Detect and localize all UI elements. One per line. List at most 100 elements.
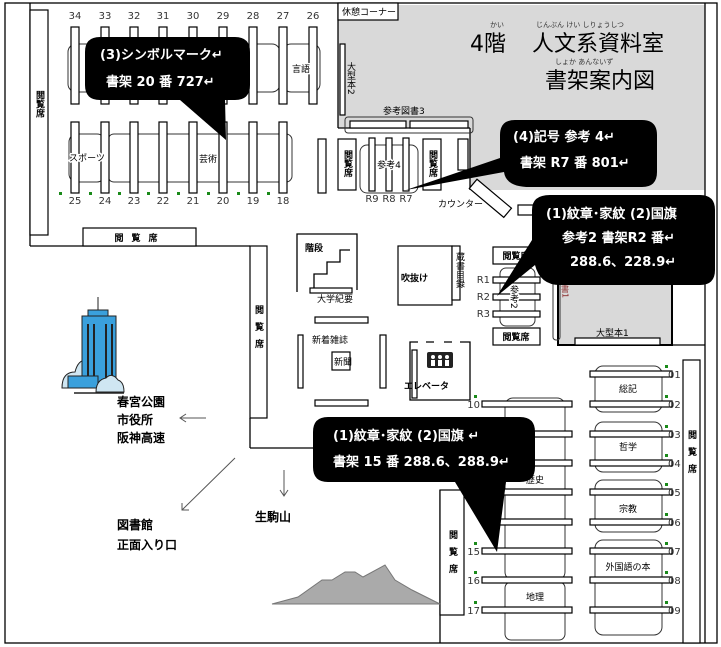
svg-text:新聞: 新聞: [334, 356, 352, 368]
svg-text:阪神高速: 阪神高速: [117, 430, 165, 445]
svg-text:288.6、228.9↵: 288.6、228.9↵: [570, 255, 676, 270]
shelf-03[interactable]: 03: [589, 425, 681, 441]
reference-3-group: [344, 116, 474, 134]
svg-text:エレベータ: エレベータ: [404, 380, 449, 392]
svg-text:(3)シンボルマーク↵: (3)シンボルマーク↵: [100, 47, 223, 63]
group-general: [594, 365, 663, 413]
svg-text:閲覧席: 閲覧席: [686, 430, 698, 481]
shelf-label: 03: [668, 430, 681, 441]
shelf-27[interactable]: 27: [277, 11, 290, 105]
shelf-label: 09: [668, 606, 681, 617]
shelf-label: 17: [467, 606, 480, 617]
shelf-19[interactable]: 19: [237, 121, 259, 207]
callout-shelf-15: (1)紋章･家紋 (2)国旗 ↵ 書架 15 番 288.6、288.9↵: [313, 417, 535, 552]
label-language: 言語: [292, 63, 310, 75]
shelf-05[interactable]: 05: [589, 483, 681, 499]
city-hall-building-icon: [61, 297, 125, 394]
reading-seats-left: 閲覧席: [29, 9, 49, 236]
shelf-label: 06: [668, 518, 681, 529]
shelf-16[interactable]: 16: [467, 571, 480, 587]
shelf-R2[interactable]: R2: [477, 292, 541, 303]
shelf-label: 23: [128, 196, 141, 207]
shelf-label: 34: [69, 11, 82, 22]
shelf-R9[interactable]: R9: [365, 137, 379, 205]
svg-text:(1)紋章･家紋 (2)国旗: (1)紋章･家紋 (2)国旗: [546, 206, 677, 222]
svg-text:閲覧席: 閲覧席: [447, 530, 459, 581]
shelf-18[interactable]: 18: [267, 121, 290, 207]
label-arts: 芸術: [199, 153, 217, 165]
svg-text:生駒山: 生駒山: [255, 509, 291, 524]
svg-text:休憩コーナー: 休憩コーナー: [342, 6, 396, 18]
arrow-left-icon: [179, 413, 206, 423]
shelf-label: 22: [157, 196, 170, 207]
counter: カウンター: [438, 178, 513, 219]
svg-text:閲覧席: 閲覧席: [114, 232, 165, 244]
shelf-label: 18: [277, 196, 290, 207]
shelf-06[interactable]: 06: [589, 513, 681, 529]
shelf-17[interactable]: 17: [467, 601, 480, 617]
shelf-label: R1: [477, 275, 490, 286]
shelf-09[interactable]: 09: [589, 601, 681, 617]
svg-text:カウンター: カウンター: [438, 199, 483, 210]
svg-text:春宮公園: 春宮公園: [116, 394, 165, 409]
arrow-down-icon: [279, 470, 289, 497]
svg-text:図書館: 図書館: [117, 517, 153, 532]
label-geography: 地理: [526, 591, 544, 603]
reading-seats-ref4-left: 閲覧席: [337, 138, 357, 191]
directions: 春宮公園 市役所 阪神高速 図書館 正面入り口 生駒山: [116, 394, 291, 552]
svg-text:大型本2: 大型本2: [345, 61, 356, 95]
shelf-15[interactable]: 15: [467, 542, 480, 558]
shelf-label: R8: [382, 194, 395, 205]
svg-text:しょか あんないず: しょか あんないず: [555, 57, 613, 66]
reading-seats-mid: 閲覧席: [82, 227, 197, 247]
shelf-04[interactable]: 04: [589, 454, 681, 470]
shelf-21[interactable]: 21: [177, 121, 199, 207]
stairs: 階段 大学紀要: [296, 233, 358, 305]
shelf-R8[interactable]: R8: [382, 137, 396, 205]
reading-seats-center: 閲覧席: [249, 245, 268, 419]
shelf-label: 15: [467, 547, 480, 558]
shelf-26[interactable]: 26: [307, 11, 320, 105]
shelf-bar: [481, 606, 573, 614]
shelf-label: 02: [668, 400, 681, 411]
rest-corner: 休憩コーナー: [337, 2, 399, 21]
shelf-label: 07: [668, 547, 681, 558]
shelf-label: 28: [247, 11, 260, 22]
svg-text:書架 15 番 288.6、288.9↵: 書架 15 番 288.6、288.9↵: [333, 454, 510, 470]
shelf-02[interactable]: 02: [589, 395, 681, 411]
callout-code: (4)記号 参考 4↵ 書架 R7 番 801↵: [406, 120, 657, 190]
shelf-R3[interactable]: R3: [477, 309, 541, 320]
shelf-label: 05: [668, 488, 681, 499]
shelf-bar: [481, 547, 573, 555]
shelf-label: 04: [668, 459, 681, 470]
shelf-label: 01: [668, 370, 681, 381]
svg-text:蔵書目録: 蔵書目録: [454, 251, 465, 288]
shelf-25[interactable]: 25: [59, 121, 81, 207]
svg-text:閲覧席: 閲覧席: [342, 150, 354, 178]
label-reference-2: 参考2: [508, 284, 519, 309]
shelf-22[interactable]: 22: [147, 121, 170, 207]
shelf-label: 29: [217, 11, 230, 22]
shelf-R7[interactable]: R7: [399, 137, 413, 205]
shelf-01[interactable]: 01: [589, 365, 681, 381]
svg-text:市役所: 市役所: [117, 412, 153, 427]
group-foreign-books: [594, 539, 663, 636]
shelf-10[interactable]: 10: [467, 395, 480, 411]
shelf-label: 32: [128, 11, 141, 22]
shelf-label: 20: [217, 196, 230, 207]
shelf-34[interactable]: 34: [69, 11, 82, 105]
label-foreign-books: 外国語の本: [605, 561, 650, 573]
svg-text:書1: 書1: [561, 284, 570, 298]
svg-text:書架 20 番 727↵: 書架 20 番 727↵: [106, 74, 215, 90]
shelf-24[interactable]: 24: [89, 121, 111, 207]
svg-text:(4)記号 参考 4↵: (4)記号 参考 4↵: [513, 129, 615, 145]
shelf-23[interactable]: 23: [118, 121, 141, 207]
shelf-label: 27: [277, 11, 290, 22]
shelf-08[interactable]: 08: [589, 571, 681, 587]
svg-text:参考2 書架R2 番↵: 参考2 書架R2 番↵: [562, 230, 675, 246]
label-philosophy: 哲学: [619, 441, 637, 453]
callout-symbol-mark: (3)シンボルマーク↵ 書架 20 番 727↵: [85, 37, 250, 140]
shelf-label: R7: [399, 194, 412, 205]
shelf-07[interactable]: 07: [589, 542, 681, 558]
